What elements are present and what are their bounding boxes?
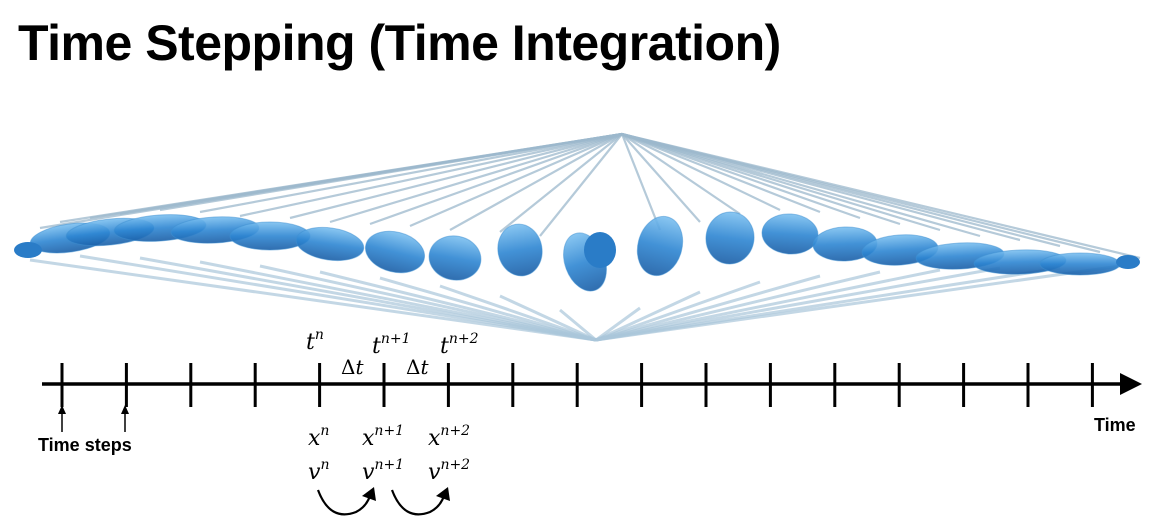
motion-trail-line: [595, 266, 1001, 342]
swimmer-pose: [636, 215, 684, 277]
time-step-pointer-1-head: [58, 405, 66, 414]
update-arrow-1-head: [362, 487, 376, 501]
page-title: Time Stepping (Time Integration): [18, 15, 781, 71]
motion-trail-line: [595, 306, 641, 342]
motion-trail-line: [499, 133, 623, 233]
delta-t-label-2: Δt: [406, 355, 429, 379]
motion-trail-line: [319, 270, 597, 342]
motion-trail-line: [621, 133, 741, 215]
swimmer-motion-blur-illustration: [14, 132, 1141, 342]
x-n-plus-1-label: xn+1: [362, 423, 404, 451]
update-arrow-2: [390, 489, 446, 516]
swimmer-pose: [761, 213, 819, 255]
swimmer-pose: [1039, 252, 1121, 276]
swimmer-pose: [705, 211, 755, 265]
t-n-label: tn: [306, 327, 324, 355]
motion-trail-line: [289, 132, 623, 220]
v-n-plus-1-label: vn+1: [362, 457, 404, 485]
motion-trail-line: [621, 133, 701, 223]
motion-trail-line: [595, 274, 821, 342]
motion-trail-line: [559, 308, 597, 342]
swimmer-poses: [14, 211, 1140, 292]
motion-trail-line: [199, 132, 623, 214]
time-axis-label: Time: [1094, 415, 1136, 435]
motion-trail-line: [595, 290, 701, 342]
motion-trail-line: [621, 132, 1141, 260]
x-n-plus-2-label: xn+2: [428, 423, 470, 451]
swimmer-detail: [584, 232, 616, 268]
swimmer-pose: [497, 223, 543, 277]
motion-trail-line: [239, 132, 623, 218]
motion-trail-line: [369, 132, 623, 226]
time-axis-arrowhead: [1120, 373, 1142, 395]
time-step-pointer-2-head: [121, 405, 129, 414]
motion-trail-line: [621, 132, 821, 214]
t-n-plus-1-label: tn+1: [372, 331, 411, 359]
motion-trail-line: [595, 280, 761, 342]
motion-trail-line: [620, 133, 662, 231]
time-step-ticks: [60, 363, 1094, 407]
delta-t-label-1: Δt: [341, 355, 364, 379]
motion-trail-line: [329, 132, 623, 224]
swimmer-detail: [14, 242, 42, 258]
motion-trail-lines: [29, 132, 1141, 342]
update-arrow-2-head: [436, 487, 450, 501]
time-axis-diagram: tn tn+1 tn+2 Δt Δt Time steps Time xn xn…: [38, 327, 1142, 516]
motion-trail-line: [621, 133, 781, 211]
motion-trail-line: [499, 294, 597, 342]
time-steps-label: Time steps: [38, 435, 132, 455]
swimmer-pose: [295, 226, 365, 262]
motion-trail-line: [539, 133, 623, 237]
v-n-label: vn: [308, 457, 329, 485]
motion-trail-line: [621, 132, 861, 220]
swimmer-detail: [1116, 255, 1140, 269]
x-n-label: xn: [308, 423, 329, 451]
motion-trail-line: [439, 284, 597, 342]
motion-trail-line: [595, 270, 881, 342]
motion-trail-line: [379, 276, 597, 342]
motion-trail-line: [595, 264, 1121, 342]
motion-trail-line: [449, 133, 623, 231]
motion-trail-line: [29, 258, 597, 342]
motion-trail-line: [159, 132, 623, 212]
swimmer-pose: [428, 235, 482, 281]
swimmer-pose: [364, 230, 426, 274]
motion-trail-line: [409, 132, 623, 228]
v-n-plus-2-label: vn+2: [428, 457, 470, 485]
update-arrow-1: [316, 489, 372, 516]
t-n-plus-2-label: tn+2: [440, 331, 479, 359]
